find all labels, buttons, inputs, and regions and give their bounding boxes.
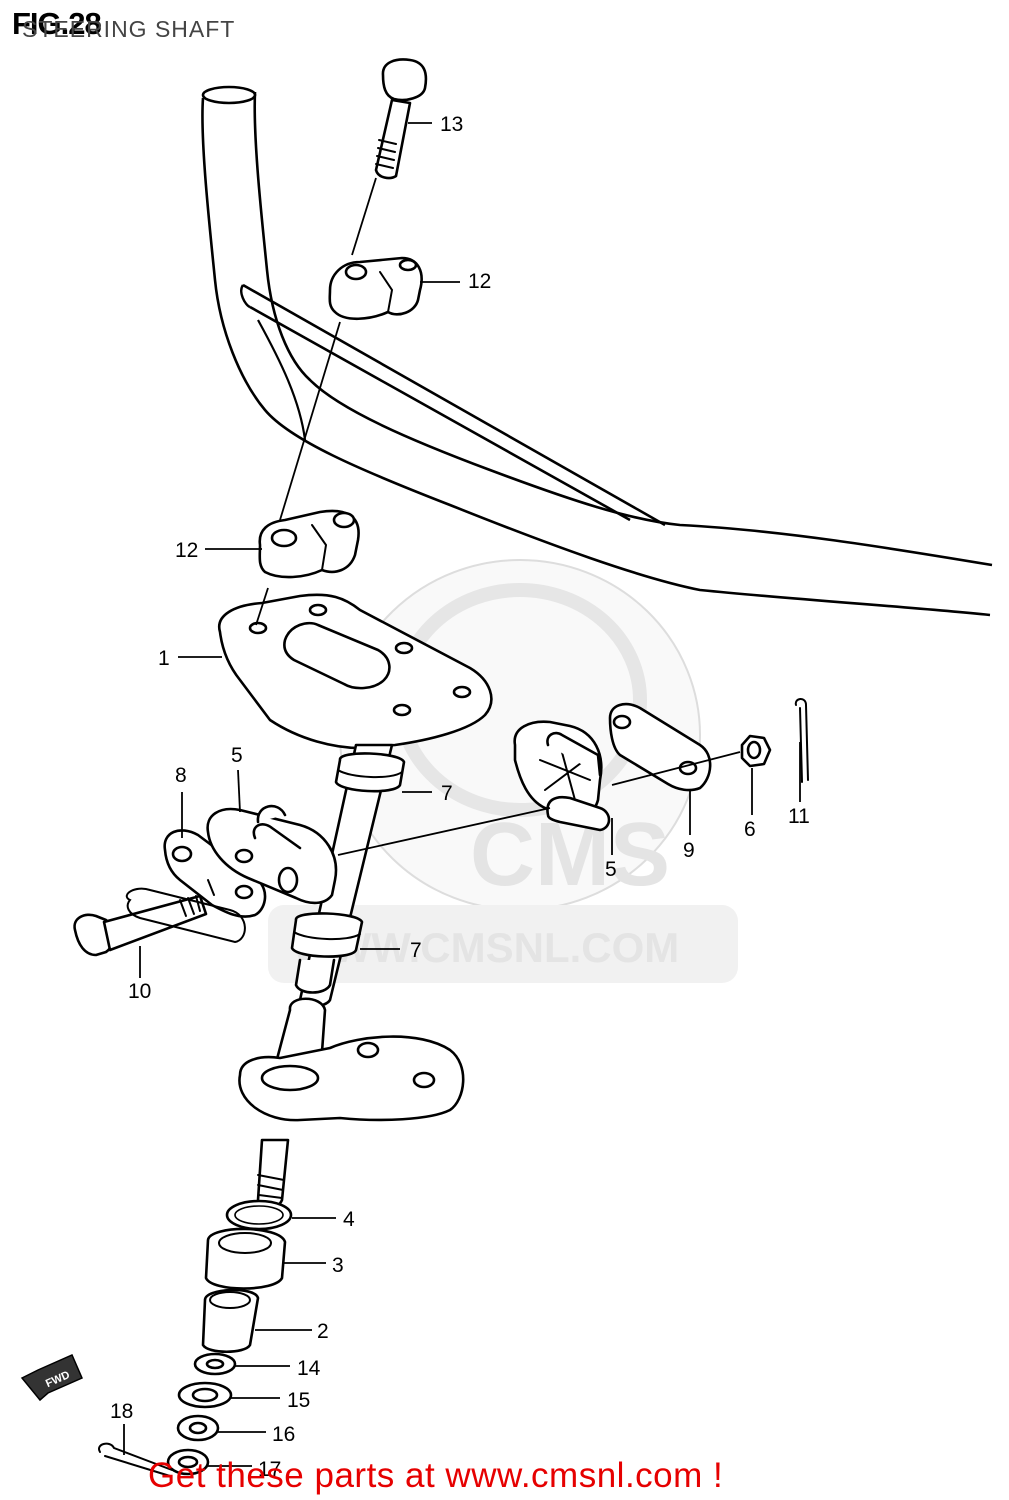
part-6-nut	[740, 734, 772, 768]
callout-7-lower: 7	[410, 939, 422, 962]
callout-4: 4	[343, 1208, 355, 1231]
callout-8: 8	[175, 764, 187, 787]
callout-5-left: 5	[231, 744, 243, 767]
part-8-plate	[163, 829, 267, 918]
callout-2: 2	[317, 1320, 329, 1343]
assembly-guide-lines	[255, 177, 741, 856]
callout-5-right: 5	[605, 858, 617, 881]
part-11-cotter-pin	[794, 698, 809, 783]
part-5-right-clamp	[513, 720, 611, 832]
part-2-bushing	[201, 1288, 260, 1354]
part-12-lower-clamp	[258, 509, 360, 579]
callout-15: 15	[287, 1389, 310, 1412]
part-15-washer	[177, 1381, 233, 1409]
callout-17: 17	[258, 1458, 281, 1481]
watermark-url-band	[268, 905, 738, 983]
forward-direction-badge: FWD	[20, 1354, 83, 1402]
part-18-cotter-pin	[98, 1442, 173, 1477]
callout-16: 16	[272, 1423, 295, 1446]
part-12-upper-clamp	[328, 256, 423, 321]
callout-3: 3	[332, 1254, 344, 1277]
callout-12-upper: 12	[468, 270, 491, 293]
footer-promo-link[interactable]: Get these parts at www.cmsnl.com !	[148, 1456, 724, 1495]
callout-18: 18	[110, 1400, 133, 1423]
figure-title: STEERING SHAFT	[22, 16, 236, 42]
callout-13: 13	[440, 113, 463, 136]
callout-labels: 13 12 12 1 5 8 7 7 10 5 9 6 11 4 3 2 14 …	[110, 113, 810, 1481]
callout-11: 11	[788, 805, 810, 828]
figure-number: FIG.28	[12, 6, 102, 41]
part-14-washer	[193, 1352, 237, 1376]
callout-1: 1	[158, 647, 170, 670]
callout-14: 14	[297, 1357, 321, 1380]
callout-6: 6	[744, 818, 756, 841]
handlebar	[201, 85, 993, 617]
callout-10: 10	[128, 980, 151, 1003]
callout-12-lower: 12	[175, 539, 198, 562]
part-3-bushing	[204, 1227, 287, 1290]
part-5-left-clamp	[206, 804, 338, 905]
part-13-bolt	[374, 58, 428, 180]
part-10-bolt	[73, 879, 246, 957]
callout-7-upper: 7	[441, 782, 453, 805]
part-4-o-ring	[225, 1199, 293, 1231]
callout-9: 9	[683, 839, 695, 862]
part-17-nut	[166, 1448, 210, 1476]
part-16-washer	[176, 1414, 220, 1442]
lower-shaft	[238, 997, 465, 1209]
part-1-upper-holder	[217, 593, 493, 750]
callout-leaders	[123, 122, 801, 1467]
